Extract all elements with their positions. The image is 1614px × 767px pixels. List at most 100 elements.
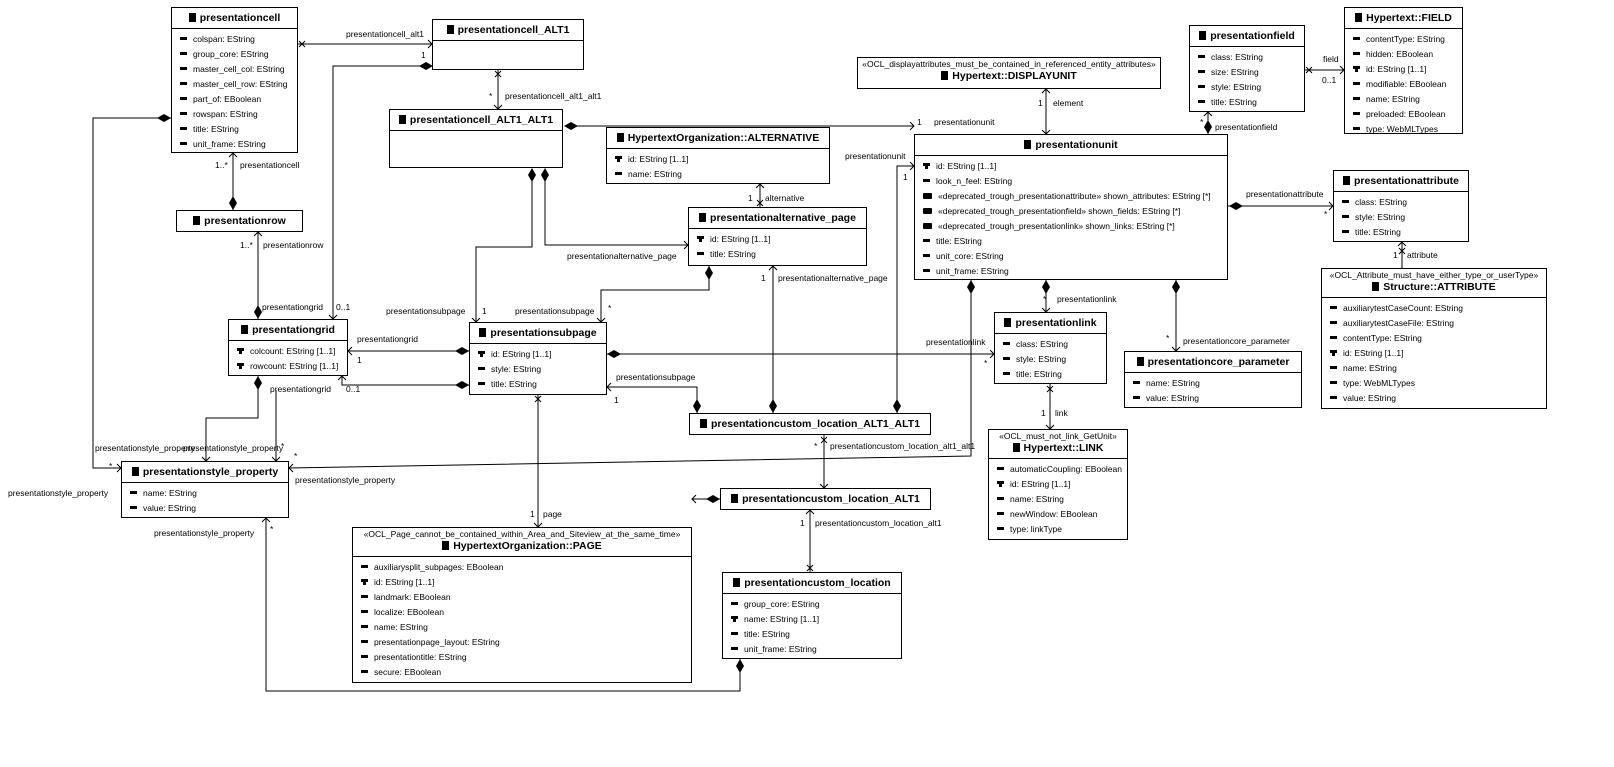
attribute-row: contentType: EString — [1330, 331, 1542, 346]
class-icon — [731, 494, 739, 503]
class-presentationcustom-location-alt1-alt1[interactable]: presentationcustom_location_ALT1_ALT1 — [689, 413, 931, 435]
attribute-text: automaticCoupling: EBoolean — [1010, 464, 1122, 474]
class-presentationstyle-property[interactable]: presentationstyle_property name: EString… — [121, 461, 289, 518]
edge-label: * — [1043, 294, 1047, 304]
class-displayunit[interactable]: «OCL_displayattributes_must_be_contained… — [857, 57, 1161, 89]
attribute-icon — [1353, 52, 1360, 55]
class-title: presentationcore_parameter — [1147, 356, 1290, 368]
attribute-icon — [361, 625, 368, 628]
attribute-text: title: EString — [710, 249, 756, 259]
attribute-icon — [731, 632, 738, 635]
attribute-text: rowspan: EString — [193, 109, 258, 119]
attribute-text: colcount: EString [1..1] — [250, 346, 336, 356]
association-line — [341, 376, 469, 386]
edge-label: field — [1323, 54, 1339, 64]
class-presentationunit[interactable]: presentationunit id: EString [1..1]look_… — [914, 134, 1228, 280]
attribute-icon — [180, 37, 187, 40]
attribute-text: name: EString — [374, 622, 428, 632]
edge-label: presentationlink — [1057, 294, 1117, 304]
edge-label: presentationrow — [263, 240, 324, 250]
attribute-row: newWindow: EBoolean — [997, 507, 1123, 522]
attribute-row: name: EString [1..1] — [731, 612, 897, 627]
attribute-text: type: WebMLTypes — [1343, 378, 1415, 388]
attribute-text: title: EString — [936, 236, 982, 246]
edge-label: alternative — [765, 193, 805, 203]
association-line — [92, 117, 171, 469]
class-presentationcore-parameter[interactable]: presentationcore_parameter name: EString… — [1124, 351, 1302, 408]
class-icon — [442, 541, 450, 550]
edge-label: element — [1053, 98, 1084, 108]
non-navigable-mark — [756, 199, 764, 207]
non-navigable-mark — [806, 564, 814, 572]
class-attribute[interactable]: «OCL_Attribute_must_have_either_type_or_… — [1321, 268, 1547, 409]
attribute-row: title: EString — [1342, 225, 1464, 240]
class-page[interactable]: «OCL_Page_cannot_be_contained_within_Are… — [352, 527, 692, 683]
key-attribute-icon — [237, 348, 244, 354]
edge-label: 1 — [421, 50, 426, 60]
attribute-list: automaticCoupling: EBoolean id: EString [… — [989, 459, 1127, 541]
composition-diamond — [564, 122, 578, 130]
attribute-icon — [697, 252, 704, 255]
attribute-row: class: EString — [1198, 50, 1300, 65]
attribute-icon — [1330, 381, 1337, 384]
attribute-text: group_core: EString — [193, 49, 269, 59]
class-presentationcell-alt1[interactable]: presentationcell_ALT1 — [432, 19, 584, 70]
key-attribute-icon — [361, 579, 368, 585]
navigability-arrow — [253, 231, 263, 237]
edge-label: 1 — [917, 117, 922, 127]
attribute-text: «deprecated_trough_presentationfield» sh… — [938, 206, 1181, 216]
attribute-text: id: EString [1..1] — [936, 161, 997, 171]
attribute-icon — [1003, 357, 1010, 360]
attribute-icon — [180, 127, 187, 130]
class-presentationsubpage[interactable]: presentationsubpage id: EString [1..1]st… — [469, 322, 607, 395]
edge-label: * — [1324, 209, 1328, 219]
attribute-row: modifiable: EBoolean — [1353, 77, 1458, 92]
class-presentationcustom-location-alt1[interactable]: presentationcustom_location_ALT1 — [720, 488, 931, 510]
composition-diamond — [607, 350, 621, 358]
attribute-list: id: EString [1..1]name: EString — [607, 149, 829, 186]
navigability-arrow — [1041, 88, 1051, 94]
attribute-row: unit_frame: EString — [180, 137, 293, 152]
composition-diamond — [1204, 120, 1212, 134]
class-presentationcell-alt1-alt1[interactable]: presentationcell_ALT1_ALT1 — [389, 109, 563, 168]
attribute-text: modifiable: EBoolean — [1366, 79, 1447, 89]
class-alternative[interactable]: HypertextOrganization::ALTERNATIVE id: E… — [606, 127, 830, 184]
navigability-arrow — [606, 382, 612, 392]
attribute-text: id: EString [1..1] — [1343, 348, 1404, 358]
attribute-row: auxiliarytestCaseFile: EString — [1330, 316, 1542, 331]
class-presentationrow[interactable]: presentationrow — [176, 210, 303, 232]
edge-label: * — [984, 358, 988, 368]
class-link[interactable]: «OCL_must_not_link_GetUnit» Hypertext::L… — [988, 429, 1128, 540]
edge-label: 0..1 — [1322, 75, 1337, 85]
attribute-icon — [1003, 372, 1010, 375]
edge-label: presentationgrid — [262, 302, 323, 312]
class-presentationalternative-page[interactable]: presentationalternative_page id: EString… — [688, 207, 867, 266]
class-icon — [1024, 140, 1032, 149]
edge-label: 0..1 — [346, 384, 361, 394]
edge-label: presentationcell_alt1_alt1 — [505, 91, 602, 101]
class-presentationgrid[interactable]: presentationgrid colcount: EString [1..1… — [228, 319, 348, 376]
attribute-list: id: EString [1..1]title: EString — [689, 229, 866, 266]
key-attribute-icon — [615, 156, 622, 162]
attribute-row: id: EString [1..1] — [1330, 346, 1542, 361]
class-presentationcustom-location[interactable]: presentationcustom_location group_core: … — [722, 572, 902, 659]
attribute-row: name: EString — [997, 492, 1123, 507]
attribute-row: style: EString — [1198, 80, 1300, 95]
class-icon — [241, 325, 249, 334]
attribute-row: secure: EBoolean — [361, 665, 687, 680]
edge-label: presentationcell_alt1 — [346, 29, 424, 39]
attribute-text: unit_frame: EString — [936, 266, 1009, 276]
attribute-text: style: EString — [1016, 354, 1067, 364]
edge-label: * — [814, 441, 818, 451]
attribute-text: id: EString [1..1] — [1010, 479, 1071, 489]
